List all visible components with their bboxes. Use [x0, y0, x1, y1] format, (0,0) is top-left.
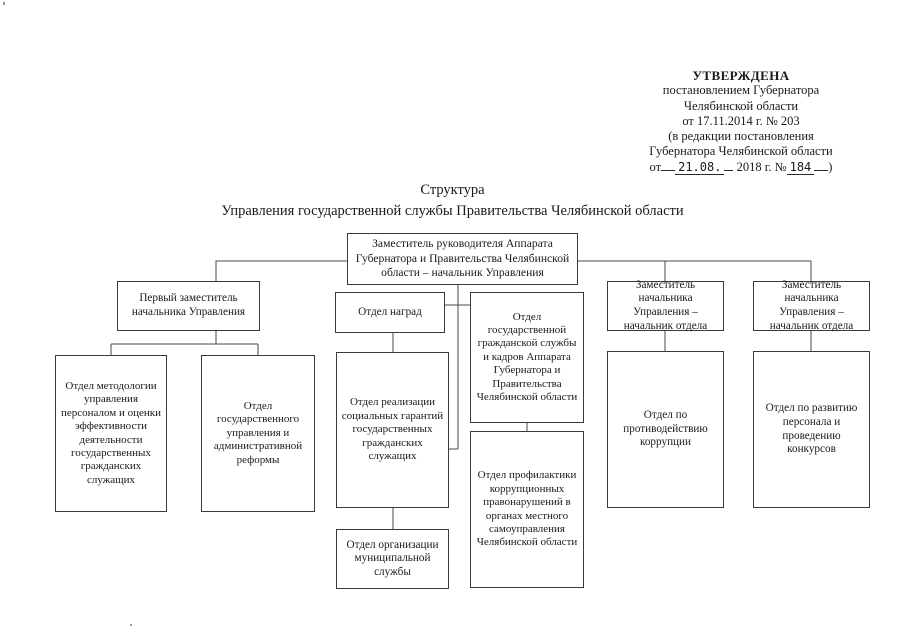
approval-paren: ): [828, 159, 833, 174]
page-title-line-2: Управления государственной службы Правит…: [221, 203, 684, 219]
approval-date-prefix: от: [649, 159, 662, 174]
node-personnel-development-label: Отдел по развитию персонала и проведению…: [765, 402, 858, 456]
node-deputy-head-dept-2-label: Заместитель начальника Управления – нача…: [769, 278, 854, 332]
node-civil-service-personnel-label: Отдел государственной гражданской службы…: [476, 310, 578, 404]
node-anti-corruption-label: Отдел по противодействию коррупции: [623, 409, 708, 449]
node-head[interactable]: Заместитель руководителя Аппарата Губерн…: [347, 233, 578, 285]
node-methodology-label: Отдел методологии управления персоналом …: [60, 379, 162, 486]
approval-heading: УТВЕРЖДЕНА: [692, 68, 790, 83]
node-corruption-prevention-local-label: Отдел профилактики коррупционных правона…: [476, 469, 578, 549]
approval-line-4: от 17.11.2014 г. № 203: [682, 113, 800, 128]
node-deputy-head-dept-2[interactable]: Заместитель начальника Управления – нача…: [753, 278, 870, 332]
approval-line-2: постановлением Губернатора: [662, 83, 820, 98]
node-deputy-head-dept-1[interactable]: Заместитель начальника Управления – нача…: [607, 278, 724, 332]
approval-number-label: №: [774, 159, 787, 174]
node-deputy-head-dept-1-label: Заместитель начальника Управления – нача…: [623, 278, 708, 332]
node-methodology[interactable]: Отдел методологии управления персоналом …: [55, 355, 167, 512]
node-personnel-development[interactable]: Отдел по развитию персонала и проведению…: [753, 351, 870, 508]
approval-line-5: (в редакции постановления: [668, 129, 814, 144]
page-title-line-1: Структура: [420, 182, 485, 198]
page-title: Структура Управления государственной слу…: [0, 180, 905, 222]
node-social-guarantees-label: Отдел реализации социальных гарантий гос…: [341, 396, 444, 463]
scan-artifact-bottom: [130, 624, 132, 626]
approval-block: УТВЕРЖДЕНА постановлением Губернатора Че…: [596, 68, 886, 175]
node-municipal-service-label: Отдел организации муниципальной службы: [346, 538, 439, 578]
approval-year: 2018 г.: [736, 159, 772, 174]
approval-line-3: Челябинской области: [683, 98, 799, 113]
node-corruption-prevention-local[interactable]: Отдел профилактики коррупционных правона…: [470, 431, 584, 588]
approval-date-value: 21.08.: [675, 159, 725, 175]
node-social-guarantees[interactable]: Отдел реализации социальных гарантий гос…: [336, 352, 449, 508]
node-state-admin-reform-label: Отдел государственного управления и адми…: [213, 399, 303, 466]
node-state-admin-reform[interactable]: Отдел государственного управления и адми…: [201, 355, 315, 512]
node-awards-label: Отдел наград: [358, 305, 422, 318]
scan-artifact-top: [3, 2, 5, 5]
node-head-label: Заместитель руководителя Аппарата Губерн…: [355, 237, 570, 280]
node-awards[interactable]: Отдел наград: [335, 292, 445, 333]
approval-line-6: Губернатора Челябинской области: [649, 144, 833, 159]
node-civil-service-personnel[interactable]: Отдел государственной гражданской службы…: [470, 292, 584, 423]
node-first-deputy[interactable]: Первый заместитель начальника Управления: [117, 281, 260, 331]
node-anti-corruption[interactable]: Отдел по противодействию коррупции: [607, 351, 724, 508]
node-first-deputy-label: Первый заместитель начальника Управления: [131, 292, 246, 318]
approval-number-value: 184: [786, 159, 815, 175]
node-municipal-service[interactable]: Отдел организации муниципальной службы: [336, 529, 449, 589]
